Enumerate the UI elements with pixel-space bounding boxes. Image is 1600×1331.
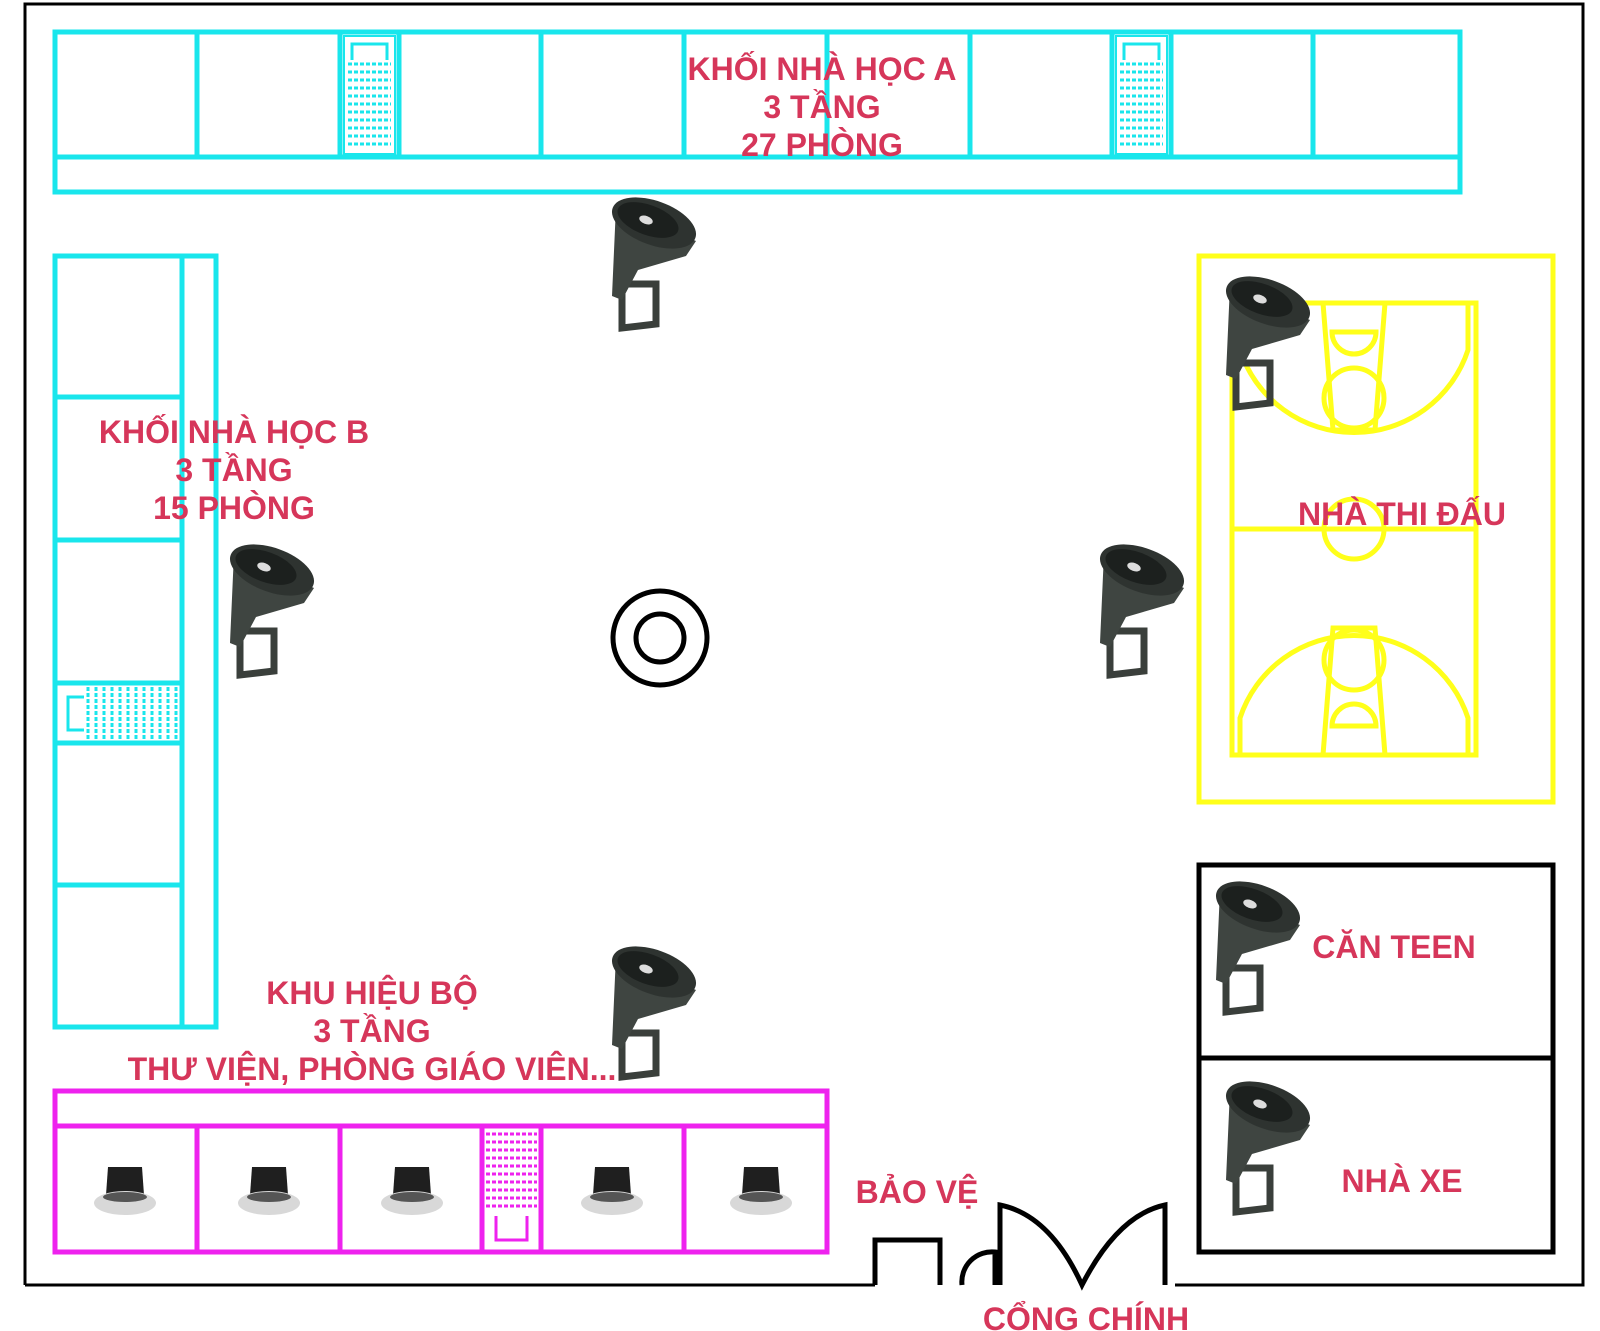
block-a-floors: 3 TẦNG [763,89,880,125]
staircase-icon [486,1132,537,1242]
staircase-icon [66,687,178,739]
guard-house[interactable] [872,1237,943,1285]
ceiling-speaker-icon[interactable] [381,1167,443,1215]
staircase-icon [343,35,396,155]
horn-speaker-icon[interactable] [605,936,703,1077]
block-a-rooms: 27 PHÒNG [741,127,903,163]
ceiling-speaker-icon[interactable] [94,1167,156,1215]
flagpole-icon [610,588,710,688]
block-a[interactable] [52,29,1463,195]
admin-name: KHU HIỆU BỘ [266,975,478,1011]
ceiling-speaker-icon[interactable] [238,1167,300,1215]
horn-speaker-icon[interactable] [1209,871,1307,1012]
main-gate-label: CỔNG CHÍNH [983,1301,1189,1331]
block-b-floors: 3 TẦNG [175,452,292,488]
parking-label: NHÀ XE [1342,1163,1463,1199]
block-b-name: KHỐI NHÀ HỌC B [99,414,369,450]
canteen-label: CĂN TEEN [1312,929,1476,965]
staircase-icon [1115,35,1168,155]
ceiling-speaker-icon[interactable] [730,1167,792,1215]
horn-speaker-icon[interactable] [605,187,703,328]
horn-speaker-icon[interactable] [1219,1071,1317,1212]
ceiling-speaker-icon[interactable] [581,1167,643,1215]
admin-block[interactable] [52,1088,830,1255]
admin-label: KHU HIỆU BỘ 3 TẦNG THƯ VIỆN, PHÒNG GIÁO … [128,975,617,1087]
admin-rooms: THƯ VIỆN, PHÒNG GIÁO VIÊN... [128,1051,617,1087]
parking[interactable] [1196,1055,1556,1255]
sports-hall[interactable] [1196,253,1556,805]
main-gate[interactable] [959,1201,1168,1291]
guard-label: BẢO VỆ [856,1174,979,1210]
block-a-name: KHỐI NHÀ HỌC A [687,51,956,87]
horn-speaker-icon[interactable] [1219,266,1317,407]
block-a-label: KHỐI NHÀ HỌC A 3 TẦNG 27 PHÒNG [687,51,956,163]
campus-boundary [23,2,1585,1287]
horn-speaker-icon[interactable] [1093,534,1191,675]
block-b-rooms: 15 PHÒNG [153,490,315,526]
horn-speaker-icon[interactable] [223,534,321,675]
block-b-label: KHỐI NHÀ HỌC B 3 TẦNG 15 PHÒNG [99,414,369,526]
block-b[interactable] [52,253,219,1030]
admin-floors: 3 TẦNG [313,1013,430,1049]
sports-hall-label: NHÀ THI ĐẤU [1298,496,1506,532]
